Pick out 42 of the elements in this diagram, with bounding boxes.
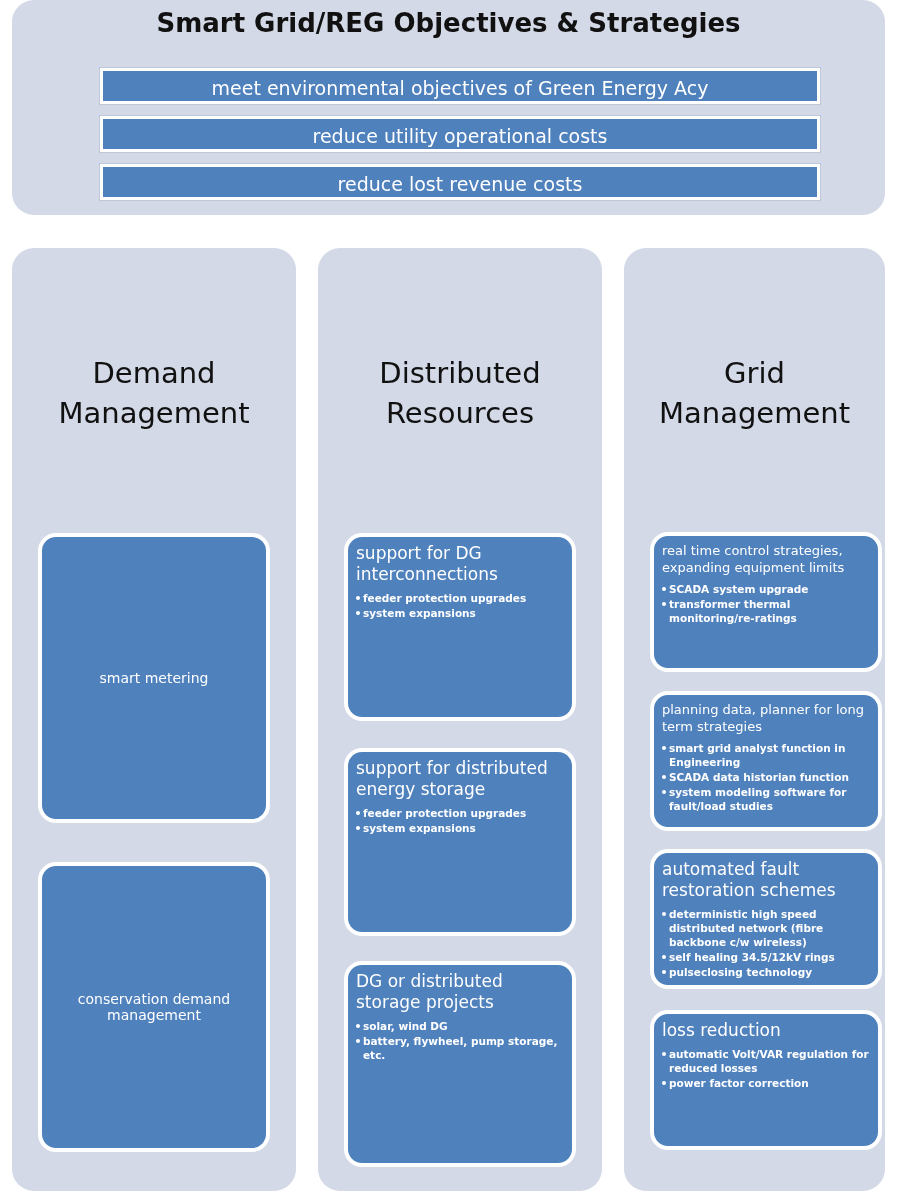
strategy-box: conservation demand management (38, 862, 270, 1152)
box-heading: automated fault restoration schemes (662, 859, 837, 901)
objective-bar: reduce utility operational costs (100, 116, 820, 152)
bullet-item: power factor correction (669, 1076, 809, 1090)
bullet-item: system modeling software for fault/load studies (669, 785, 848, 813)
box-heading: loss reduction (662, 1020, 782, 1041)
column-panel (318, 248, 602, 1191)
box-heading: DG or distributed storage projects (356, 971, 504, 1013)
bullet-item: battery, flywheel, pump storage, etc. (363, 1034, 559, 1062)
bullet-item: solar, wind DG (363, 1019, 448, 1033)
bullet-item: feeder protection upgrades (363, 806, 527, 820)
strategy-box (344, 533, 576, 721)
strategy-box (650, 849, 882, 989)
strategy-box (344, 961, 576, 1167)
bullet-item: deterministic high speed distributed network (fibre backbone c/w wireless) (669, 907, 825, 949)
box-heading: support for DG interconnections (356, 543, 499, 585)
box-heading: real time control strategies, expanding equipment limits (662, 542, 846, 576)
panel-title: Smart Grid/REG Objectives & Strategies (155, 8, 742, 38)
panel-title: Grid Management (657, 355, 851, 432)
bullet-item: feeder protection upgrades (363, 591, 527, 605)
objective-bar: reduce lost revenue costs (100, 164, 820, 200)
column-panel (12, 248, 296, 1191)
panel-title: Demand Management (57, 355, 251, 432)
panel-title: Distributed Resources (378, 355, 542, 432)
objectives-panel (12, 0, 885, 215)
column-panel (624, 248, 885, 1191)
strategy-box: smart metering (38, 533, 270, 823)
strategy-box (650, 691, 882, 831)
strategy-box (344, 748, 576, 936)
strategy-box (650, 532, 882, 672)
bullet-item: smart grid analyst function in Engineering (669, 741, 847, 769)
objective-bar: meet environmental objectives of Green Energy Acy (100, 68, 820, 104)
box-heading: support for distributed energy storage (356, 758, 549, 800)
strategy-box (650, 1010, 882, 1150)
bullet-item: pulseclosing technology (669, 965, 813, 979)
bullet-item: SCADA data historian function (669, 770, 849, 784)
bullet-item: transformer thermal monitoring/re-ratings (669, 597, 798, 625)
bullet-item: system expansions (363, 606, 476, 620)
bullet-item: system expansions (363, 821, 476, 835)
box-heading: planning data, planner for long term strategies (662, 701, 865, 735)
bullet-item: SCADA system upgrade (669, 582, 809, 596)
bullet-item: self healing 34.5/12kV rings (669, 950, 835, 964)
